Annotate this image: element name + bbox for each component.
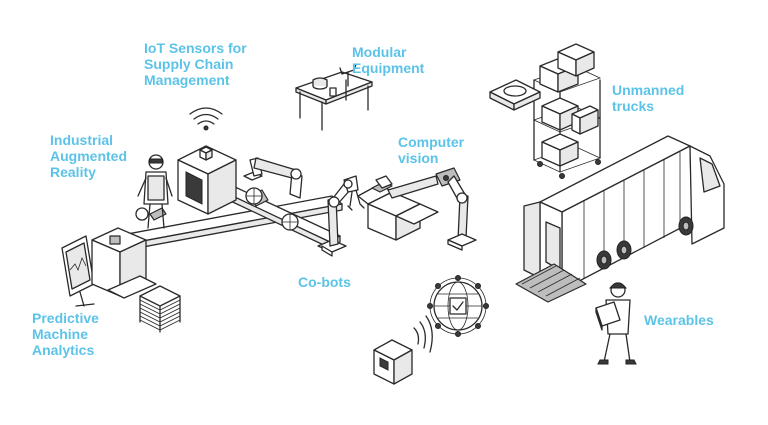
analytics-machine — [91, 227, 157, 299]
modular-table — [295, 63, 373, 131]
label-ar-line1: Industrial — [50, 132, 114, 148]
parcel-box — [373, 339, 413, 385]
label-predictive-line1: Predictive — [32, 310, 99, 326]
label-unmanned-trucks: Unmanned trucks — [612, 82, 684, 114]
label-predictive-analytics: Predictive Machine Analytics — [32, 310, 99, 358]
label-iot-line2: Supply Chain — [144, 56, 234, 72]
label-ar-line2: Augmented — [50, 148, 127, 164]
unmanned-truck — [515, 135, 725, 303]
ar-worker — [137, 154, 173, 229]
cobot-arm — [317, 175, 365, 257]
label-cv-line1: Computer — [398, 134, 465, 150]
wearables-worker — [595, 282, 637, 365]
label-cobots-line1: Co-bots — [298, 274, 351, 290]
scale-pad — [489, 79, 541, 111]
vision-camera — [387, 167, 477, 251]
signal-icon — [413, 315, 433, 353]
label-predictive-line3: Analytics — [32, 342, 95, 358]
label-unmanned-line2: trucks — [612, 98, 655, 114]
label-industrial-ar: Industrial Augmented Reality — [50, 132, 127, 180]
label-unmanned-line1: Unmanned — [612, 82, 685, 98]
sphere-products — [135, 187, 299, 231]
label-modular-line1: Modular — [352, 44, 407, 60]
label-modular-line2: Equipment — [352, 60, 425, 76]
label-cobots: Co-bots — [298, 274, 351, 290]
wifi-icon — [189, 107, 223, 131]
label-iot-line3: Management — [144, 72, 230, 88]
label-iot-sensors: IoT Sensors for Supply Chain Management — [144, 40, 247, 88]
label-iot-line1: IoT Sensors for — [144, 40, 247, 56]
label-ar-line3: Reality — [50, 164, 96, 180]
vision-box — [357, 175, 439, 241]
sensor-gate — [177, 145, 237, 215]
label-predictive-line2: Machine — [32, 326, 89, 342]
tablet-monitor — [61, 235, 95, 307]
label-computer-vision: Computer vision — [398, 134, 464, 166]
label-modular-equipment: Modular Equipment — [352, 44, 424, 76]
label-cv-line2: vision — [398, 150, 439, 166]
label-wearables-line1: Wearables — [644, 312, 714, 328]
globe-network-icon — [427, 275, 489, 337]
label-wearables: Wearables — [644, 312, 714, 328]
warehouse-rack — [532, 43, 602, 179]
paper-stack — [139, 285, 181, 333]
robot-arm-small — [243, 157, 303, 199]
